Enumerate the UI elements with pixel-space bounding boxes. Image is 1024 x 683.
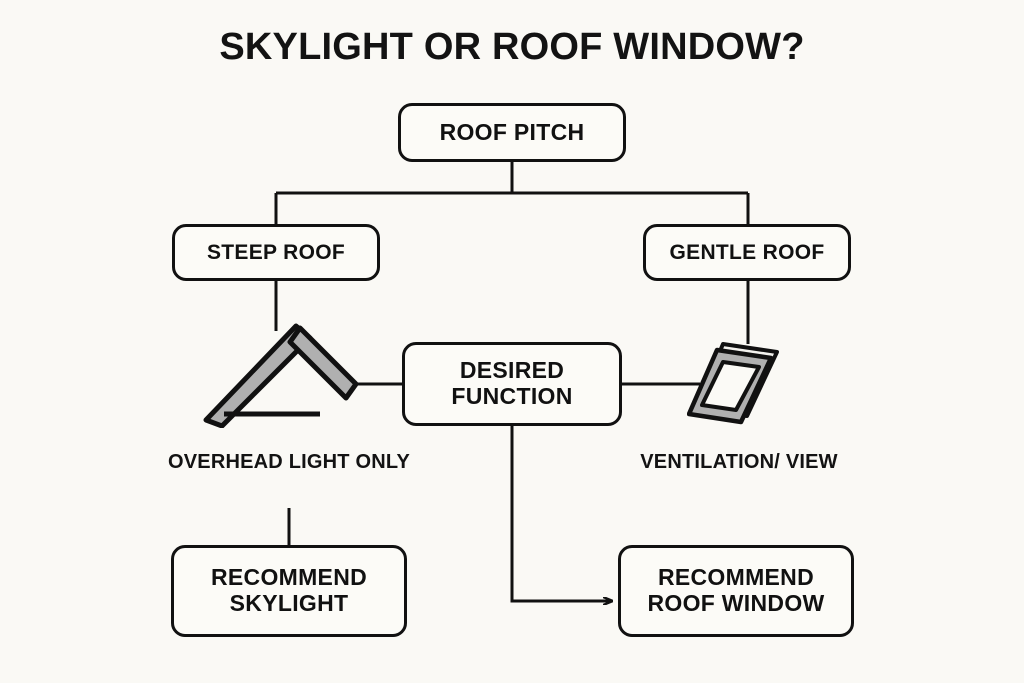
- node-recommend-skylight-label-line2: SKYLIGHT: [229, 590, 349, 616]
- node-roof-pitch-label: ROOF PITCH: [439, 118, 585, 145]
- page-title: SKYLIGHT OR ROOF WINDOW?: [219, 26, 805, 68]
- node-recommend-roof-window-label-line1: RECOMMEND: [657, 564, 814, 591]
- caption-ventilation-view: VENTILATION/ VIEW: [608, 450, 870, 474]
- caption-overhead-light-only: OVERHEAD LIGHT ONLY: [158, 450, 420, 474]
- node-steep-roof-label: STEEP ROOF: [207, 240, 345, 264]
- edge-desired-to-rec-window: [510, 426, 612, 601]
- node-recommend-roof-window-label-line2: ROOF WINDOW: [647, 590, 825, 616]
- roof-gable-icon: [196, 316, 368, 429]
- node-gentle-roof-label: GENTLE ROOF: [669, 240, 825, 264]
- node-desired-function-label-line2: FUNCTION: [451, 383, 573, 409]
- caption-left-line1: OVERHEAD LIGHT: [168, 451, 350, 473]
- node-gentle-roof[interactable]: GENTLE ROOF: [643, 224, 851, 281]
- caption-right-line2: VIEW: [785, 451, 838, 473]
- node-steep-roof[interactable]: STEEP ROOF: [172, 224, 380, 281]
- node-desired-function[interactable]: DESIRED FUNCTION: [402, 342, 622, 426]
- node-recommend-skylight[interactable]: RECOMMEND SKYLIGHT: [171, 545, 407, 637]
- node-roof-pitch[interactable]: ROOF PITCH: [398, 103, 626, 162]
- caption-left-line2: ONLY: [355, 451, 410, 473]
- node-desired-function-label-line1: DESIRED: [459, 357, 565, 384]
- node-recommend-skylight-label-line1: RECOMMEND: [210, 564, 368, 591]
- caption-right-line1: VENTILATION/: [640, 451, 781, 473]
- tilted-window-icon: [686, 340, 781, 426]
- node-recommend-roof-window[interactable]: RECOMMEND ROOF WINDOW: [618, 545, 854, 637]
